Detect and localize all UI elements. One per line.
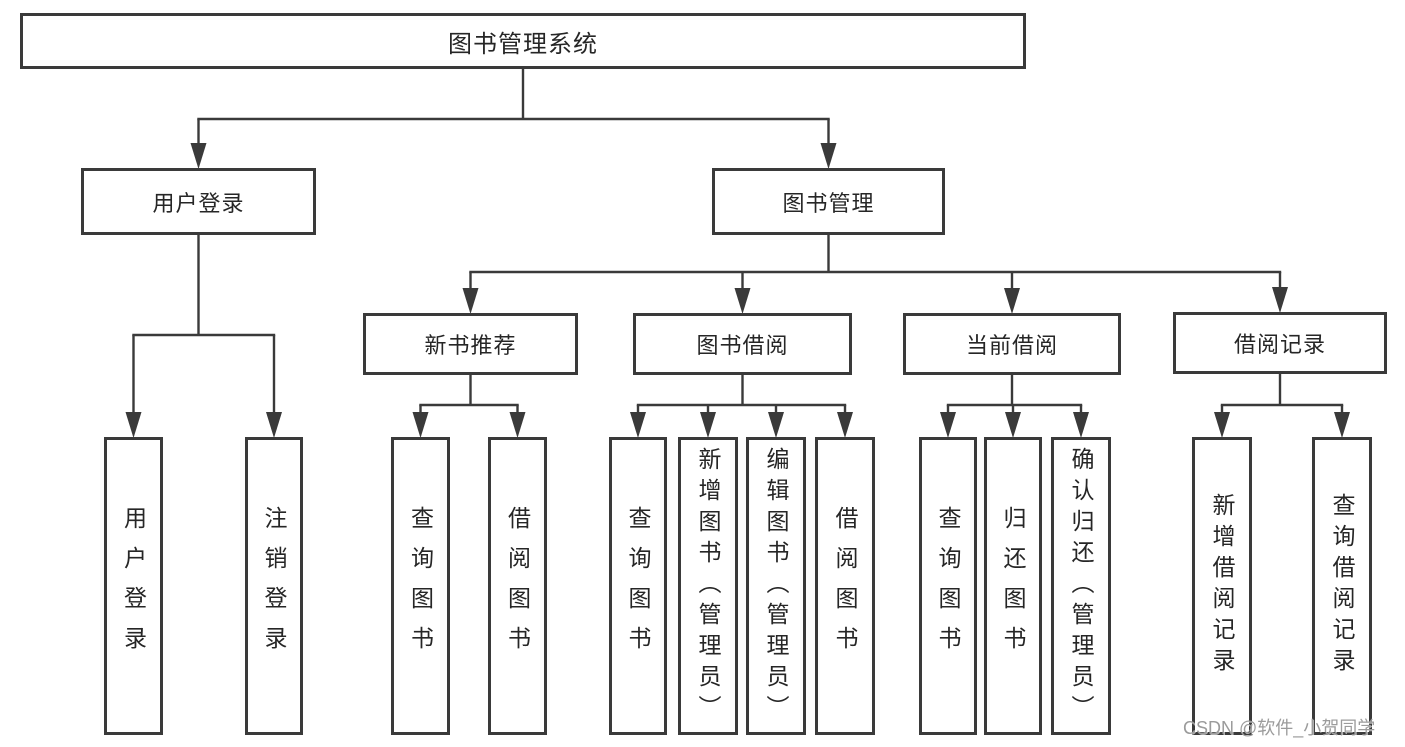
- node-label: 新书推荐: [424, 333, 517, 358]
- node-system: 图书管理系统: [20, 13, 1026, 69]
- node-mgmt: 图书管理: [712, 168, 945, 235]
- node-label: 图书管理: [782, 190, 875, 216]
- node-label: 查询借阅记录: [1329, 493, 1355, 679]
- node-label: 用户登录: [120, 506, 147, 666]
- node-current: 当前借阅: [903, 313, 1121, 375]
- node-leaf-bor-4: 借阅图书: [815, 437, 875, 735]
- node-records: 借阅记录: [1173, 312, 1387, 374]
- node-login: 用户登录: [81, 168, 316, 235]
- node-label: 归还图书: [1000, 506, 1026, 666]
- node-leaf-new-2: 借阅图书: [488, 437, 547, 735]
- node-label: 新增借阅记录: [1209, 493, 1235, 679]
- node-leaf-cur-1: 查询图书: [919, 437, 977, 735]
- node-leaf-rec-2: 查询借阅记录: [1312, 437, 1372, 735]
- node-label: 图书借阅: [696, 333, 789, 358]
- node-label: 确认归还（管理员）: [1068, 446, 1094, 726]
- node-label: 当前借阅: [965, 333, 1058, 358]
- watermark-text: CSDN @软件_小贺同学: [1183, 718, 1376, 738]
- node-leaf-cur-2: 归还图书: [984, 437, 1042, 735]
- node-leaf-bor-2: 新增图书（管理员）: [678, 437, 738, 735]
- node-label: 查询图书: [935, 506, 961, 666]
- node-leaf-bor-1: 查询图书: [609, 437, 667, 735]
- node-label: 用户登录: [152, 190, 245, 216]
- node-borrow: 图书借阅: [633, 313, 852, 375]
- node-label: 注销登录: [261, 506, 287, 666]
- node-leaf-new-1: 查询图书: [391, 437, 450, 735]
- node-leaf-rec-1: 新增借阅记录: [1192, 437, 1252, 735]
- node-label: 编辑图书（管理员）: [763, 446, 789, 726]
- node-label: 借阅图书: [504, 506, 531, 666]
- node-label: 借阅记录: [1233, 332, 1326, 357]
- node-label: 查询图书: [407, 506, 434, 666]
- node-label: 图书管理系统: [448, 30, 598, 58]
- node-leaf-bor-3: 编辑图书（管理员）: [746, 437, 806, 735]
- node-leaf-login-2: 注销登录: [245, 437, 303, 735]
- node-label: 新增图书（管理员）: [695, 446, 721, 726]
- node-label: 查询图书: [625, 506, 651, 666]
- node-leaf-login-1: 用户登录: [104, 437, 163, 735]
- node-newbook: 新书推荐: [363, 313, 578, 375]
- node-label: 借阅图书: [832, 506, 858, 666]
- node-leaf-cur-3: 确认归还（管理员）: [1051, 437, 1111, 735]
